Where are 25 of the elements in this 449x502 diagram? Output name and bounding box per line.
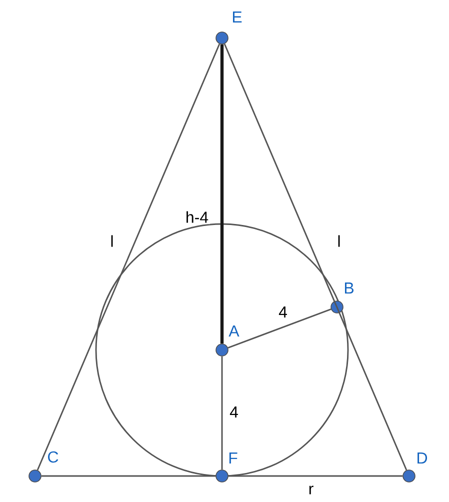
- line-segment: [224, 44, 408, 470]
- point: C: [28, 451, 58, 482]
- node-label: F: [229, 452, 238, 464]
- point: D: [402, 452, 428, 482]
- edge-label: l: [336, 234, 342, 248]
- node-label: E: [232, 12, 242, 22]
- line-segment: [36, 44, 220, 470]
- line-segment: [221, 356, 223, 470]
- edge-label: r: [307, 484, 315, 496]
- node-label: B: [344, 282, 354, 294]
- point: F: [216, 452, 238, 482]
- edge-label: 4: [277, 305, 289, 319]
- point: A: [216, 326, 240, 356]
- line-segment: [41, 475, 216, 477]
- line-segment: [220, 44, 224, 344]
- edge-label: h-4: [184, 210, 210, 224]
- node-label: A: [228, 326, 240, 337]
- edge-label: l: [108, 234, 116, 248]
- line-segment: [228, 308, 332, 348]
- node-label: D: [418, 452, 428, 464]
- point: E: [216, 12, 242, 44]
- node-label: C: [48, 451, 58, 463]
- point: B: [330, 282, 354, 314]
- edge-label: 4: [228, 405, 240, 419]
- line-segment: [228, 475, 403, 477]
